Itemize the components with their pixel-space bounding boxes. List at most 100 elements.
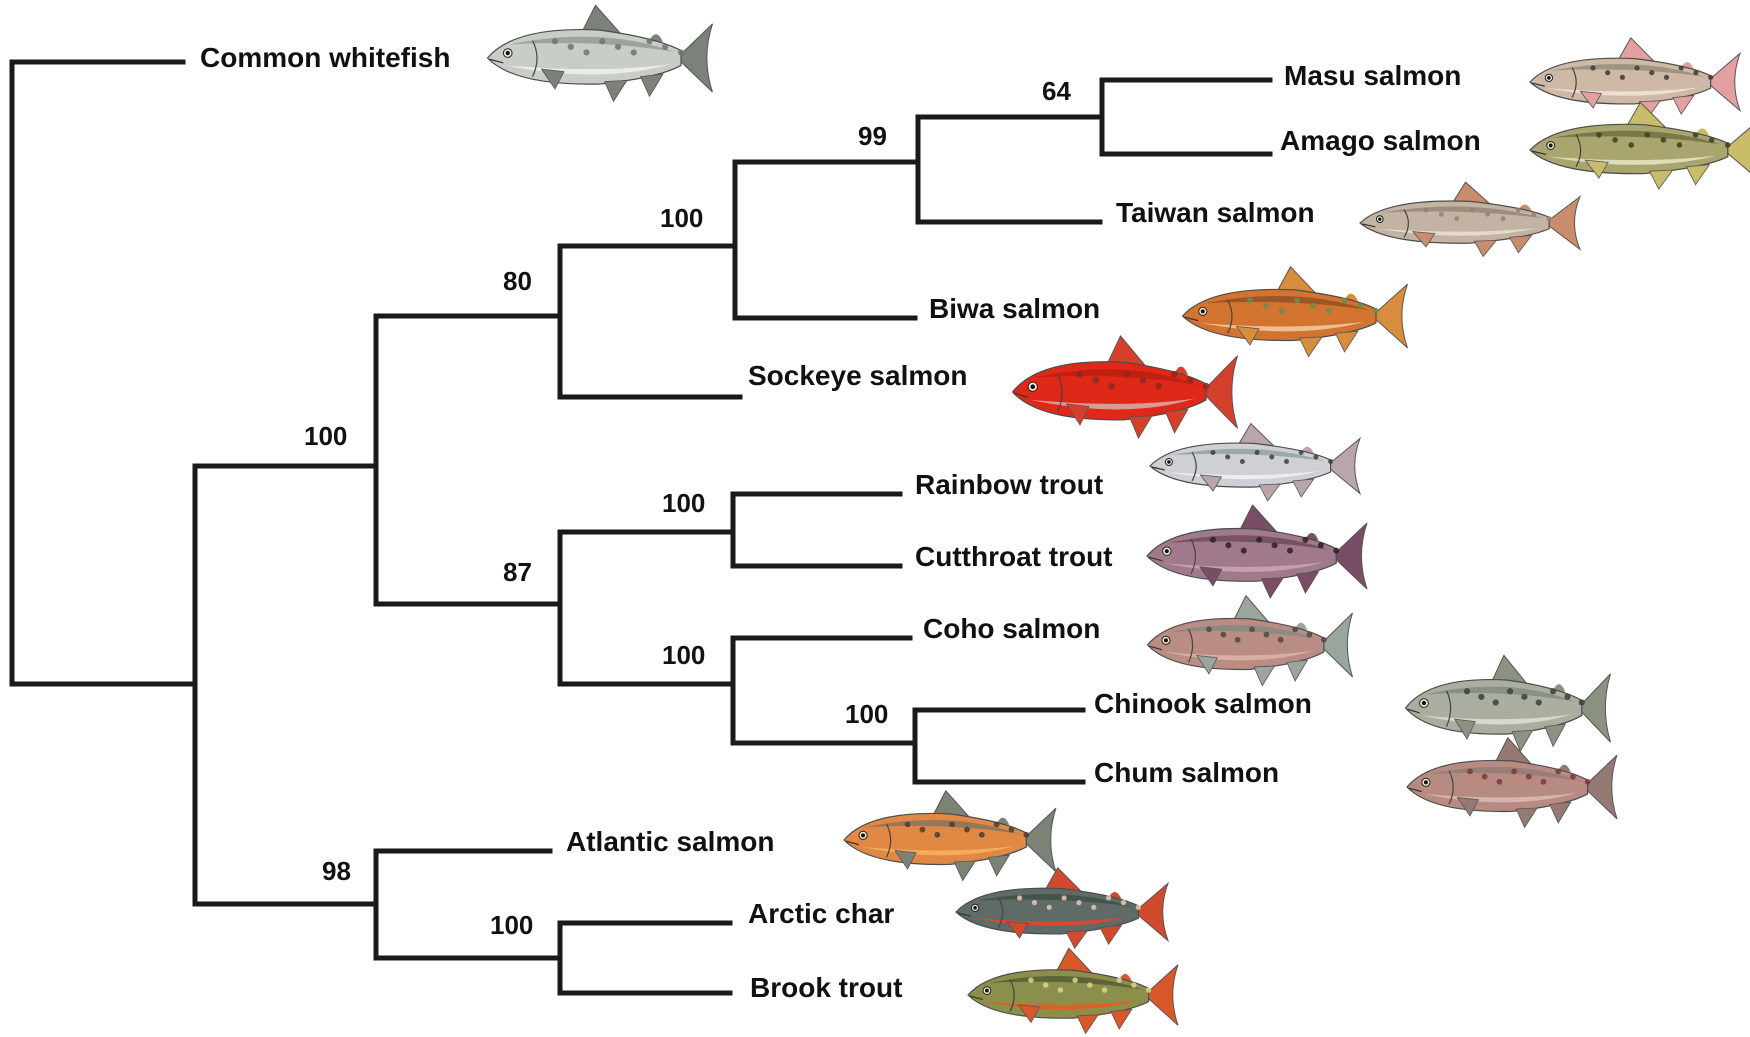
fish-spot xyxy=(1241,548,1247,554)
fish-tail xyxy=(1022,808,1056,872)
fish-spot xyxy=(1255,450,1260,455)
fish-pupil xyxy=(973,906,977,910)
fish-illustration-rainbow xyxy=(1150,424,1360,502)
fish-spot xyxy=(964,827,970,833)
fish-spot xyxy=(1328,459,1333,464)
support-value-ingroup: 100 xyxy=(304,421,347,451)
fish-tail xyxy=(1578,674,1611,742)
fish-pupil xyxy=(1547,76,1551,80)
fish-tail xyxy=(1134,883,1168,940)
fish-spot xyxy=(1550,688,1556,694)
fish-tail xyxy=(1327,439,1360,494)
fish-spot xyxy=(1564,694,1570,700)
fish-pupil xyxy=(1378,217,1381,220)
fish-spot xyxy=(1263,303,1269,309)
fish-spot xyxy=(1439,212,1444,217)
fish-illustration-common-whitefish xyxy=(488,5,713,101)
fish-spot xyxy=(1284,459,1289,464)
fish-tail xyxy=(1145,965,1178,1026)
fish-spot xyxy=(1155,383,1162,390)
fish-pelvic-fin xyxy=(1066,931,1087,949)
fish-spot xyxy=(1279,308,1285,314)
fish-spot xyxy=(1620,75,1625,80)
fish-spot xyxy=(1116,977,1122,983)
fish-illustrations xyxy=(488,5,1750,1033)
fish-spot xyxy=(599,38,605,44)
support-value-masu-amago: 64 xyxy=(1042,76,1071,106)
fish-illustration-chinook xyxy=(1406,655,1611,751)
fish-spot xyxy=(1482,774,1488,780)
fish-anal-fin xyxy=(1293,479,1314,497)
fish-spot xyxy=(1521,694,1527,700)
fish-spot xyxy=(1299,450,1304,455)
fish-anal-fin xyxy=(1686,165,1709,185)
fish-tail xyxy=(677,24,713,92)
fish-illustration-masu xyxy=(1530,38,1740,119)
fish-spot xyxy=(1108,383,1115,390)
fish-spot xyxy=(1146,987,1152,993)
support-value-chinook-chum: 100 xyxy=(845,699,888,729)
fish-tail xyxy=(1545,197,1580,250)
support-value-masu-complex: 80 xyxy=(503,266,532,296)
fish-spot xyxy=(615,44,621,50)
fish-spot xyxy=(1278,637,1284,643)
fish-spot xyxy=(920,827,926,833)
fish-pelvic-fin xyxy=(1130,416,1153,438)
fish-spot xyxy=(1121,900,1126,905)
fish-spot xyxy=(1454,216,1459,221)
fish-illustration-taiwan xyxy=(1360,182,1580,256)
fish-spot xyxy=(1072,977,1078,983)
fish-spot xyxy=(1516,208,1521,213)
fish-pelvic-fin xyxy=(1300,337,1323,357)
fish-spot xyxy=(1497,779,1503,785)
leaf-label-cutthroat-trout: Cutthroat trout xyxy=(915,541,1113,572)
fish-illustration-sockeye xyxy=(1013,336,1238,438)
fish-illustration-coho xyxy=(1148,596,1353,686)
fish-spot xyxy=(1294,297,1300,303)
fish-spot xyxy=(1023,832,1029,838)
fish-spot xyxy=(1485,212,1490,217)
fish-spot xyxy=(1140,377,1147,384)
fish-tail xyxy=(1202,356,1238,429)
fish-spot xyxy=(1708,75,1713,80)
fish-spot xyxy=(1536,699,1542,705)
fish-spot xyxy=(1649,70,1654,75)
fish-spot xyxy=(1310,303,1316,309)
fish-spot xyxy=(1679,65,1684,70)
fish-spot xyxy=(1478,694,1484,700)
fish-spot xyxy=(1203,383,1210,390)
fish-spot xyxy=(1264,632,1270,638)
fish-illustration-brook xyxy=(968,948,1178,1033)
fish-tail xyxy=(1372,284,1408,348)
fish-spot xyxy=(1124,371,1131,378)
fish-spot xyxy=(1225,455,1230,460)
fish-spot xyxy=(1043,982,1049,988)
fish-pupil xyxy=(861,833,865,837)
fish-spot xyxy=(1570,774,1576,780)
leaf-label-taiwan-salmon: Taiwan salmon xyxy=(1116,197,1315,228)
fish-pelvic-fin xyxy=(1077,1015,1098,1034)
fish-pelvic-fin xyxy=(1650,170,1673,189)
fish-spot xyxy=(1693,70,1698,75)
fish-anal-fin xyxy=(1550,802,1571,823)
fish-pupil xyxy=(1201,309,1205,313)
fish-pupil xyxy=(1164,638,1168,642)
leaf-label-coho-salmon: Coho salmon xyxy=(923,613,1100,644)
fish-spot xyxy=(1313,455,1318,460)
fish-spot xyxy=(1590,65,1595,70)
fish-spot xyxy=(1635,65,1640,70)
fish-spot xyxy=(631,49,637,55)
fish-spot xyxy=(1307,632,1313,638)
fish-dorsal-fin xyxy=(1234,596,1269,622)
fish-spot xyxy=(1493,699,1499,705)
fish-spot xyxy=(1249,626,1255,632)
fish-spot xyxy=(1240,459,1245,464)
fish-spot xyxy=(678,49,684,55)
fish-spot xyxy=(1136,905,1141,910)
fish-pupil xyxy=(1030,384,1035,389)
fish-spot xyxy=(1605,70,1610,75)
leaf-label-rainbow-trout: Rainbow trout xyxy=(915,469,1103,500)
leaf-label-chum-salmon: Chum salmon xyxy=(1094,757,1279,788)
fish-pelvic-fin xyxy=(1261,578,1283,598)
